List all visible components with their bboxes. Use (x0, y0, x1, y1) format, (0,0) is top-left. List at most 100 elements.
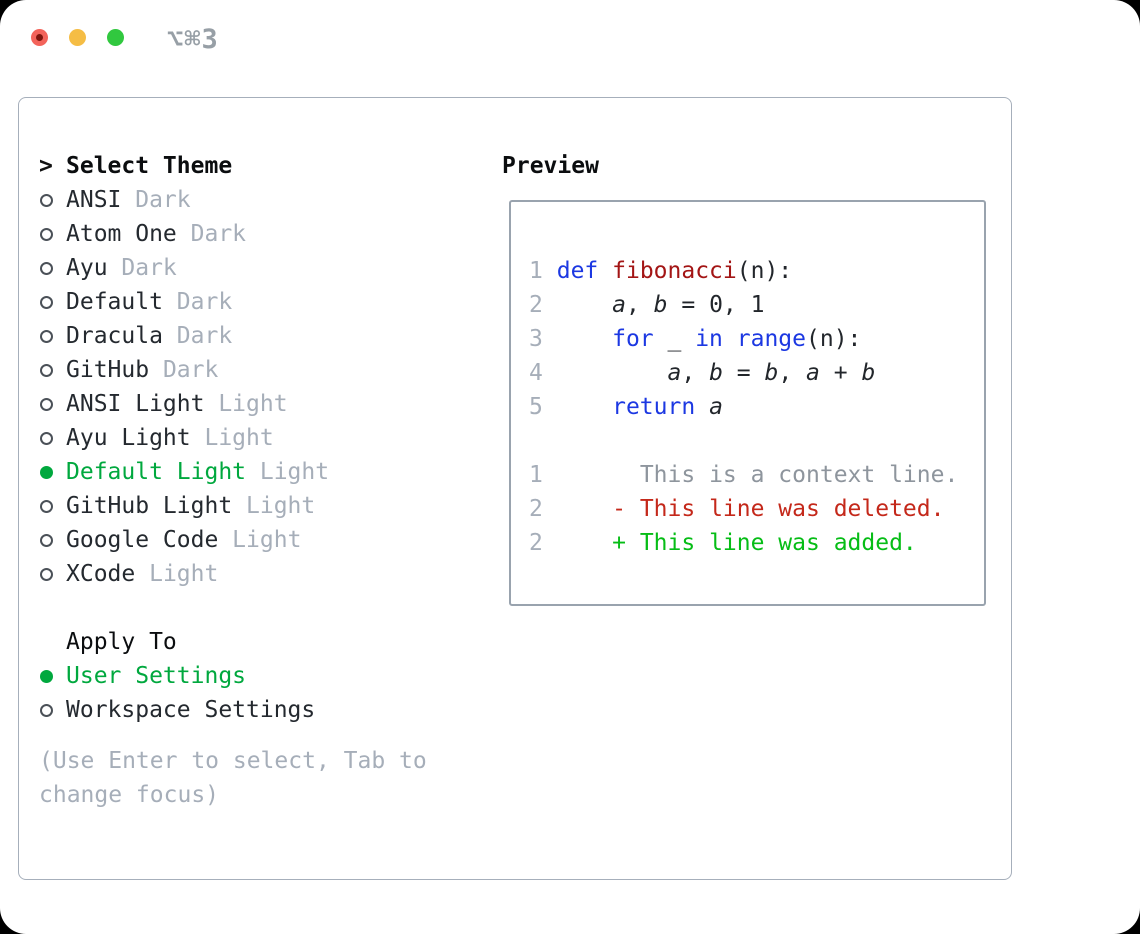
token (557, 292, 612, 318)
close-dot (36, 34, 43, 41)
theme-name: Default Light (66, 459, 247, 485)
diff-line-added: 2 + This line was added. (529, 526, 958, 560)
token (695, 394, 709, 420)
apply-option-label: User Settings (66, 663, 247, 689)
line-number: 1 (529, 258, 543, 284)
theme-variant: Dark (176, 221, 247, 247)
theme-variant: Light (204, 391, 288, 417)
token-kw: in (695, 326, 723, 352)
radio-icon (39, 499, 66, 513)
line-number: 4 (529, 360, 543, 386)
zoom-button[interactable] (107, 29, 124, 46)
token: = 0, 1 (667, 292, 765, 318)
token-fn: fibonacci (612, 258, 737, 284)
select-theme-header: > Select Theme (39, 149, 329, 183)
theme-name: GitHub Light (66, 493, 233, 519)
token-var: a (612, 292, 626, 318)
diff-text: This line was deleted. (639, 496, 945, 522)
code-line: 4 a, b = b, a + b (529, 356, 958, 390)
theme-option-ansi[interactable]: ANSI Dark (39, 183, 329, 217)
select-theme-title: Select Theme (66, 153, 233, 179)
titlebar: ⌥⌘3 (0, 0, 1140, 76)
radio-icon (39, 363, 66, 377)
theme-option-ansi-light[interactable]: ANSI Light Light (39, 387, 329, 421)
token: = (722, 360, 765, 386)
token-var: b (653, 292, 668, 318)
code-line: 1 def fibonacci(n): (529, 254, 958, 288)
radio-selected-icon (39, 465, 66, 479)
radio-selected-icon (39, 669, 66, 683)
theme-name: Atom One (66, 221, 177, 247)
line-number: 3 (529, 326, 543, 352)
theme-option-ayu[interactable]: Ayu Dark (39, 251, 329, 285)
theme-option-github-light[interactable]: GitHub Light Light (39, 489, 329, 523)
theme-variant: Light (190, 425, 274, 451)
token-kw: for (612, 326, 654, 352)
theme-variant: Light (135, 561, 219, 587)
theme-option-github[interactable]: GitHub Dark (39, 353, 329, 387)
traffic-lights (31, 29, 124, 46)
token-var: a (709, 394, 723, 420)
prompt-arrow-icon: > (39, 153, 53, 179)
token-kw: return (612, 394, 696, 420)
radio-icon (39, 261, 66, 275)
radio-icon (39, 567, 66, 581)
apply-option-user-settings[interactable]: User Settings (39, 659, 329, 693)
close-button[interactable] (31, 29, 48, 46)
theme-variant: Light (246, 459, 330, 485)
radio-icon (39, 703, 66, 717)
theme-option-dracula[interactable]: Dracula Dark (39, 319, 329, 353)
theme-option-default[interactable]: Default Dark (39, 285, 329, 319)
token-var: b (709, 360, 723, 386)
gap (39, 591, 329, 625)
line-number: 5 (529, 394, 543, 420)
preview-title: Preview (502, 153, 599, 179)
apply-to-header: Apply To (39, 625, 329, 659)
theme-name: Ayu Light (66, 425, 191, 451)
token: (n): (736, 258, 793, 284)
token: , (625, 292, 654, 318)
theme-variant: Dark (162, 323, 233, 349)
theme-name: ANSI (66, 187, 122, 213)
radio-icon (39, 431, 66, 445)
theme-name: Dracula (66, 323, 163, 349)
theme-option-google-code[interactable]: Google Code Light (39, 523, 329, 557)
line-number: 2 (529, 292, 543, 318)
theme-option-default-light[interactable]: Default Light Light (39, 455, 329, 489)
token: , (681, 360, 710, 386)
apply-option-label: Workspace Settings (66, 697, 316, 723)
token-var: a (806, 360, 820, 386)
theme-variant: Light (218, 527, 302, 553)
theme-option-xcode[interactable]: XCode Light (39, 557, 329, 591)
theme-variant: Dark (121, 187, 191, 213)
token (723, 326, 737, 352)
token-kw: def (556, 258, 599, 284)
theme-variant: Dark (149, 357, 219, 383)
token: , (778, 360, 807, 386)
apply-option-workspace-settings[interactable]: Workspace Settings (39, 693, 329, 727)
diff-line-deleted: 2 - This line was deleted. (529, 492, 958, 526)
line-number: 1 (529, 462, 543, 488)
token: (n): (806, 326, 862, 352)
token (557, 394, 612, 420)
code-line: 2 a, b = 0, 1 (529, 288, 958, 322)
radio-icon (39, 193, 66, 207)
theme-option-atom-one[interactable]: Atom One Dark (39, 217, 329, 251)
apply-to-title: Apply To (66, 629, 177, 655)
diff-line-context: 1 This is a context line. (529, 458, 958, 492)
diff-marker: + (612, 530, 626, 556)
theme-option-ayu-light[interactable]: Ayu Light Light (39, 421, 329, 455)
token: + (819, 360, 862, 386)
token-var: b (764, 360, 779, 386)
token (598, 258, 612, 284)
line-number: 2 (529, 496, 543, 522)
radio-icon (39, 227, 66, 241)
minimize-button[interactable] (69, 29, 86, 46)
diff-marker (612, 462, 626, 488)
